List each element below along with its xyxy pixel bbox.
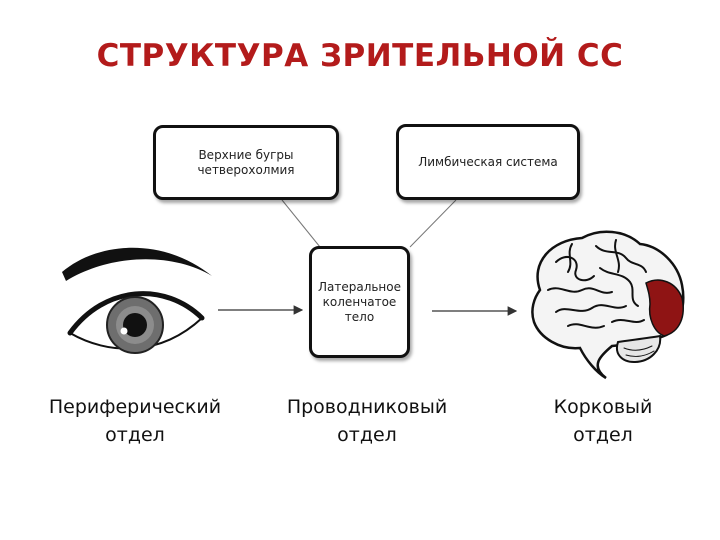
caption-conductive-section: Проводниковый отдел: [286, 396, 448, 446]
slide-title: СТРУКТУРА ЗРИТЕЛЬНОЙ СС: [96, 38, 624, 74]
connector-top-left: [281, 199, 321, 248]
box-limbic-system: Лимбическая система: [396, 124, 580, 200]
caption-peripheral-section: Периферический отдел: [48, 396, 222, 446]
box-superior-colliculi: Верхние бугры четверохолмия: [153, 125, 339, 200]
connector-top-right: [409, 199, 457, 248]
box-lateral-geniculate-body: Латеральное коленчатое тело: [309, 246, 410, 358]
caption-cortical-section: Корковый отдел: [553, 396, 653, 446]
